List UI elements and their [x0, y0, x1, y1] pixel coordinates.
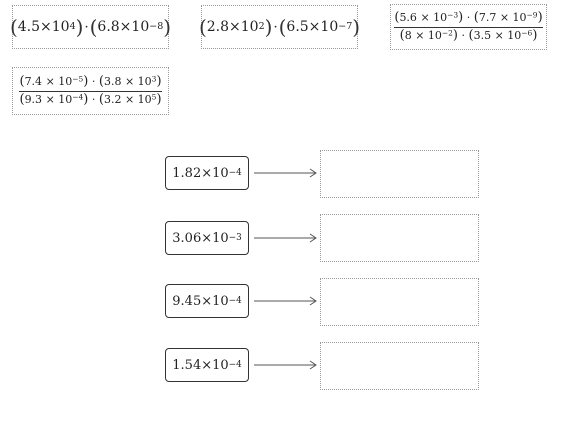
mantissa: 3.5: [473, 28, 492, 42]
times-sign: ×: [415, 28, 425, 42]
base: 10: [137, 92, 152, 106]
mantissa: 6.5: [286, 19, 309, 35]
times-sign: ×: [494, 28, 504, 42]
base: 10: [427, 28, 442, 42]
mantissa: 1.54: [172, 357, 202, 373]
numerator: (5.6 × 10−3) · (7.7 × 10−9): [394, 9, 543, 25]
times-sign: ×: [201, 293, 213, 309]
mantissa: 5.6: [399, 10, 417, 24]
answer-label-3: 9.45×10−4: [165, 284, 249, 318]
mantissa: 2.8: [206, 19, 230, 35]
exponent: −3: [447, 10, 459, 20]
mantissa: 7.7: [478, 10, 497, 24]
times-sign: ×: [308, 19, 321, 35]
base: 10: [58, 92, 73, 106]
base: 10: [137, 74, 152, 88]
fraction-expression-4: (7.4 × 10−5) · (3.8 × 103) (9.3 × 10−4) …: [19, 73, 162, 108]
mantissa: 9.3: [24, 92, 43, 106]
exponent: −5: [72, 74, 84, 84]
base: 10: [212, 230, 229, 246]
times-sign: ×: [119, 19, 132, 35]
answer-label-2: 3.06×10−3: [165, 221, 249, 255]
times-sign: ×: [45, 92, 55, 106]
drop-target-4[interactable]: [320, 342, 479, 390]
mantissa: 4.5: [17, 19, 41, 35]
fraction-bar: [394, 26, 543, 28]
fraction-expression-3: (5.6 × 10−3) · (7.7 × 10−9) (8 × 10−2) ·…: [394, 9, 543, 44]
mantissa: 3.8: [103, 74, 122, 88]
denominator: (9.3 × 10−4) · (3.2 × 105): [19, 91, 162, 107]
exponent: −2: [441, 28, 453, 38]
exponent: −6: [521, 28, 533, 38]
times-sign: ×: [420, 10, 430, 24]
expression-tile-4[interactable]: (7.4 × 10−5) · (3.8 × 103) (9.3 × 10−4) …: [12, 67, 169, 115]
arrow-right-icon: [254, 168, 317, 178]
base: 10: [58, 74, 73, 88]
arrow-right-icon: [254, 360, 317, 370]
mantissa: 1.82: [172, 165, 202, 181]
times-sign: ×: [201, 230, 213, 246]
times-sign: ×: [124, 74, 135, 88]
times-sign: ×: [499, 10, 510, 24]
times-sign: ×: [201, 357, 213, 373]
base: 10: [212, 165, 229, 181]
multiply-dot: ·: [91, 92, 96, 106]
mantissa: 8: [404, 28, 412, 42]
times-sign: ×: [124, 92, 135, 106]
mantissa: 6.8: [97, 19, 120, 35]
base: 10: [131, 19, 150, 35]
drop-target-1[interactable]: [320, 150, 479, 198]
numerator: (7.4 × 10−5) · (3.8 × 103): [19, 73, 162, 89]
answer-label-4: 1.54×10−4: [165, 348, 249, 382]
base: 10: [320, 19, 339, 35]
mantissa: 9.45: [172, 293, 202, 309]
exponent: −9: [526, 10, 538, 20]
base: 10: [433, 10, 448, 24]
exponent: 3: [151, 74, 157, 84]
drop-target-2[interactable]: [320, 214, 479, 262]
base: 10: [240, 19, 259, 35]
multiply-dot: ·: [273, 19, 278, 35]
exponent: 5: [151, 92, 157, 102]
mantissa: 3.2: [103, 92, 122, 106]
drop-target-3[interactable]: [320, 278, 479, 326]
multiply-dot: ·: [461, 28, 466, 42]
base: 10: [212, 357, 229, 373]
fraction-bar: [19, 90, 162, 92]
times-sign: ×: [45, 74, 55, 88]
times-sign: ×: [229, 19, 241, 35]
times-sign: ×: [40, 19, 52, 35]
base: 10: [512, 10, 527, 24]
multiply-dot: ·: [466, 10, 471, 24]
exponent: −4: [72, 92, 84, 102]
times-sign: ×: [201, 165, 213, 181]
denominator: (8 × 10−2) · (3.5 × 10−6): [399, 27, 538, 43]
base: 10: [212, 293, 229, 309]
base: 10: [51, 19, 70, 35]
answer-label-1: 1.82×10−4: [165, 156, 249, 190]
multiply-dot: ·: [91, 74, 96, 88]
mantissa: 7.4: [24, 74, 43, 88]
base: 10: [507, 28, 522, 42]
multiply-dot: ·: [84, 19, 89, 35]
expression-tile-3[interactable]: (5.6 × 10−3) · (7.7 × 10−9) (8 × 10−2) ·…: [390, 4, 547, 50]
mantissa: 3.06: [172, 230, 202, 246]
arrow-right-icon: [254, 233, 317, 243]
arrow-right-icon: [254, 296, 317, 306]
